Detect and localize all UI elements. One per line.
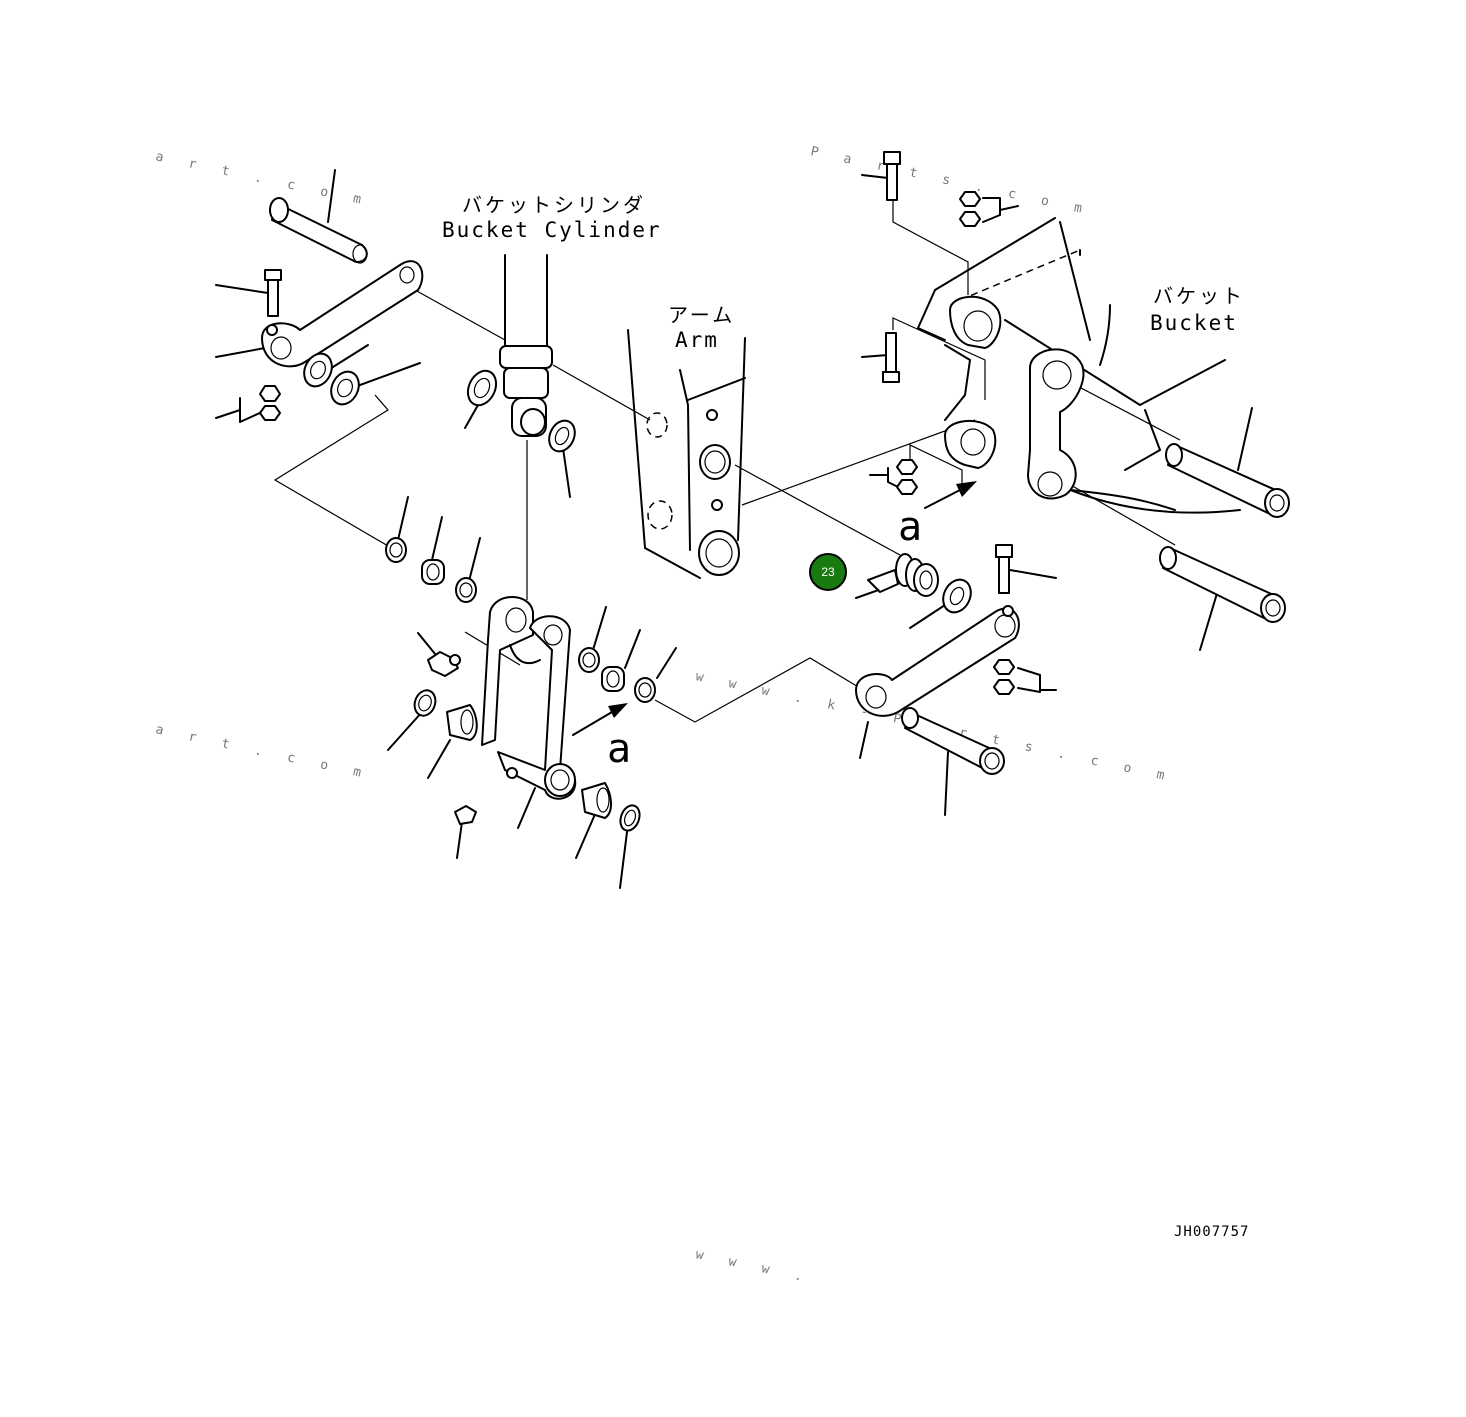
watermarks: a r t . c o m P a r t s . c o m a r t . … — [154, 144, 1174, 1286]
bolt-mid-right — [882, 332, 900, 383]
link-lower-right — [855, 605, 1020, 717]
pin-lower-center — [901, 707, 1005, 775]
shims-right — [867, 553, 972, 614]
nuts-mid-right — [887, 459, 918, 495]
drawing-code: JH007757 — [1174, 1224, 1249, 1240]
shims-cylinder — [466, 369, 576, 453]
label-arm-en: Arm — [675, 328, 719, 352]
arm — [627, 329, 746, 579]
pin-upper-left — [269, 197, 368, 264]
h-link — [481, 596, 577, 800]
bucket — [917, 217, 1241, 514]
svg-text:w w w .: w w w . — [694, 1247, 812, 1286]
callout-badge-23[interactable]: 23 — [809, 553, 847, 591]
bushings-lower — [413, 689, 641, 832]
svg-text:P a r t s . c o m: P a r t s . c o m — [809, 144, 1092, 218]
label-bucket-cylinder-jp: バケットシリンダ — [462, 193, 646, 217]
link-upper-left — [261, 260, 424, 368]
svg-text:a r t . c o m: a r t . c o m — [154, 149, 371, 209]
view-ref-label-left: a — [607, 726, 631, 772]
bucket-cylinder — [499, 254, 553, 437]
pin-bucket-upper — [1165, 443, 1290, 518]
label-bucket-en: Bucket — [1150, 311, 1238, 335]
callout-leaders — [215, 169, 1253, 889]
svg-text:a r t . c o m: a r t . c o m — [154, 722, 371, 782]
label-bucket-cylinder-en: Bucket Cylinder — [442, 218, 662, 242]
callout-badge-number[interactable]: 23 — [821, 565, 835, 579]
label-arm-jp: アーム — [668, 303, 735, 327]
nuts-top-right — [959, 191, 1001, 227]
nuts-upper-left — [239, 385, 281, 423]
washers-upper-left — [303, 352, 360, 406]
view-arrows — [572, 481, 977, 736]
callout-badge-circle[interactable] — [809, 553, 847, 591]
pin-bucket-lower — [1159, 546, 1286, 623]
view-ref-label-right: a — [898, 504, 922, 550]
bolt-lower-right — [995, 544, 1013, 594]
seals-middle-left — [385, 537, 477, 603]
leader-lines — [273, 195, 1181, 723]
grease-fittings — [427, 651, 518, 825]
bolt-upper-left — [264, 269, 282, 317]
nuts-lower-right — [993, 659, 1041, 695]
bolt-top-right — [883, 151, 901, 201]
seals-middle-right — [578, 647, 656, 703]
label-bucket-jp: バケット — [1153, 284, 1245, 308]
